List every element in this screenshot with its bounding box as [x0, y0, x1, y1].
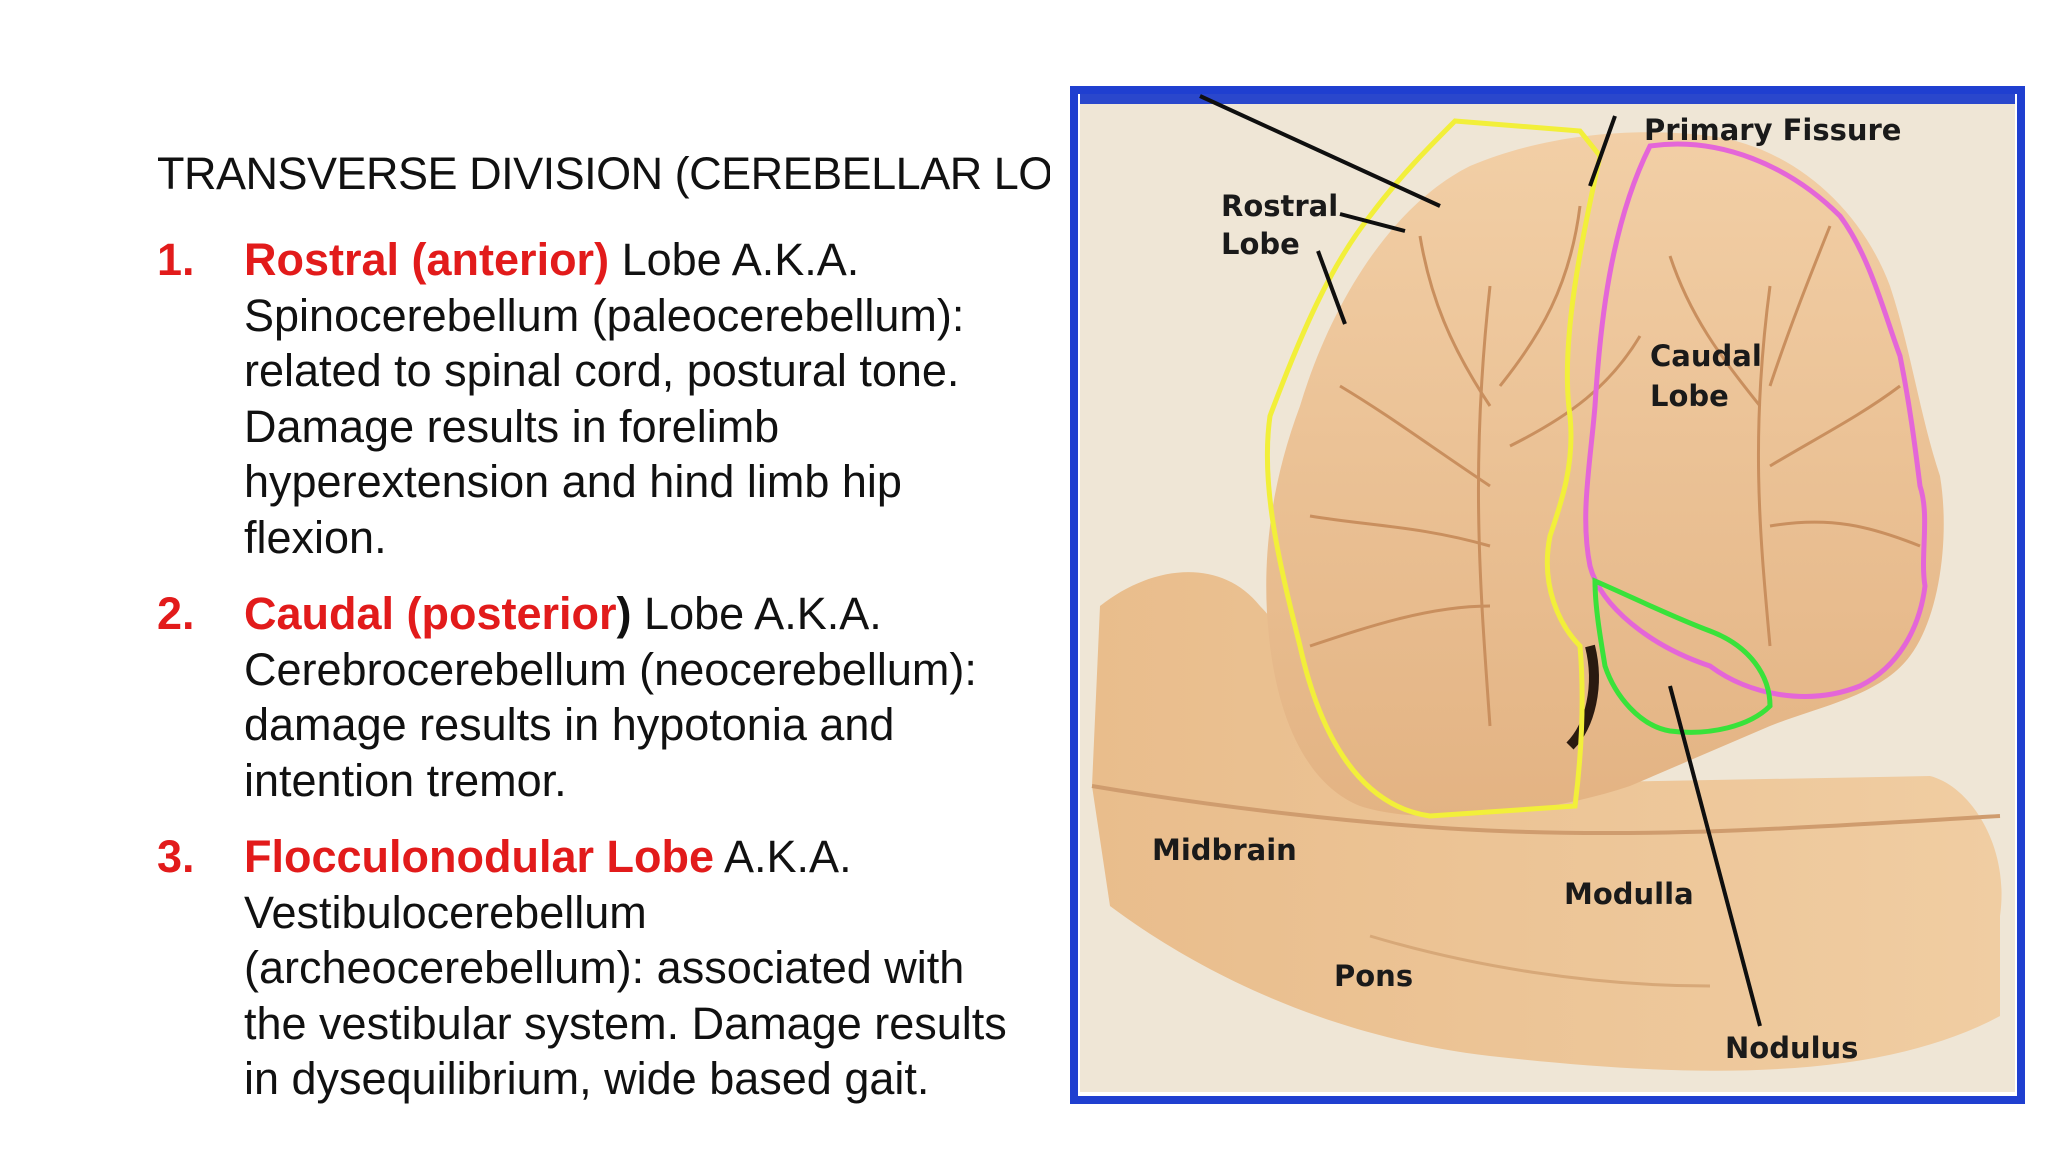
caudal-lobe-outline — [1583, 141, 1928, 699]
rostral-lobe-outline — [1264, 118, 1603, 819]
list-item-rostral: 1. Rostral (anterior) Lobe A.K.A. Spinoc… — [157, 232, 1037, 565]
pons-label: Pons — [1334, 959, 1413, 993]
list-item-caudal: 2. Caudal (posterior) Lobe A.K.A. Cerebr… — [157, 586, 1037, 808]
figure-top-strip — [1080, 94, 2015, 104]
brainstem-fold — [1091, 784, 2001, 836]
brainstem-shape — [1092, 572, 2002, 1071]
pointer-lines — [1199, 94, 1762, 1027]
item-text: Lobe A.K.A. Spinocerebellum (paleocerebe… — [244, 234, 965, 563]
nodulus-outline — [1592, 577, 1773, 735]
item-highlight: Rostral (anterior) — [244, 234, 610, 285]
item-text: A.K.A. Vestibulocerebellum (archeocerebe… — [244, 831, 1007, 1104]
item-text: Lobe A.K.A. Cerebrocerebellum (neocerebe… — [244, 588, 977, 806]
item-highlight-tail: ) — [616, 588, 632, 639]
item-highlight: Caudal (posterior — [244, 588, 617, 639]
item-number: 1. — [157, 234, 195, 285]
caudal-label-line2: Lobe — [1650, 379, 1729, 413]
folia-pattern — [1309, 205, 1921, 727]
fissure-shadow — [1566, 644, 1599, 750]
primary-fissure-label: Primary Fissure — [1644, 113, 1901, 147]
lobe-list: 1. Rostral (anterior) Lobe A.K.A. Spinoc… — [157, 232, 1037, 1128]
item-number: 2. — [157, 588, 195, 639]
modulla-label: Modulla — [1564, 877, 1694, 911]
item-highlight: Flocculonodular Lobe — [244, 831, 714, 882]
item-number: 3. — [157, 831, 195, 882]
list-item-flocculonodular: 3. Flocculonodular Lobe A.K.A. Vestibulo… — [157, 829, 1037, 1107]
cerebellum-figure: Primary Fissure Rostral Lobe Caudal Lobe… — [1070, 86, 2025, 1104]
brainstem-fold-2 — [1369, 934, 1711, 988]
slide-title: TRANSVERSE DIVISION (CEREBELLAR LOBES — [157, 148, 1050, 199]
rostral-label-line2: Lobe — [1221, 227, 1300, 261]
caudal-label-line1: Caudal — [1650, 339, 1762, 373]
rostral-label-line1: Rostral — [1221, 189, 1338, 223]
midbrain-label: Midbrain — [1152, 833, 1297, 867]
nodulus-label: Nodulus — [1725, 1031, 1858, 1065]
figure-frame — [1070, 86, 2025, 1104]
